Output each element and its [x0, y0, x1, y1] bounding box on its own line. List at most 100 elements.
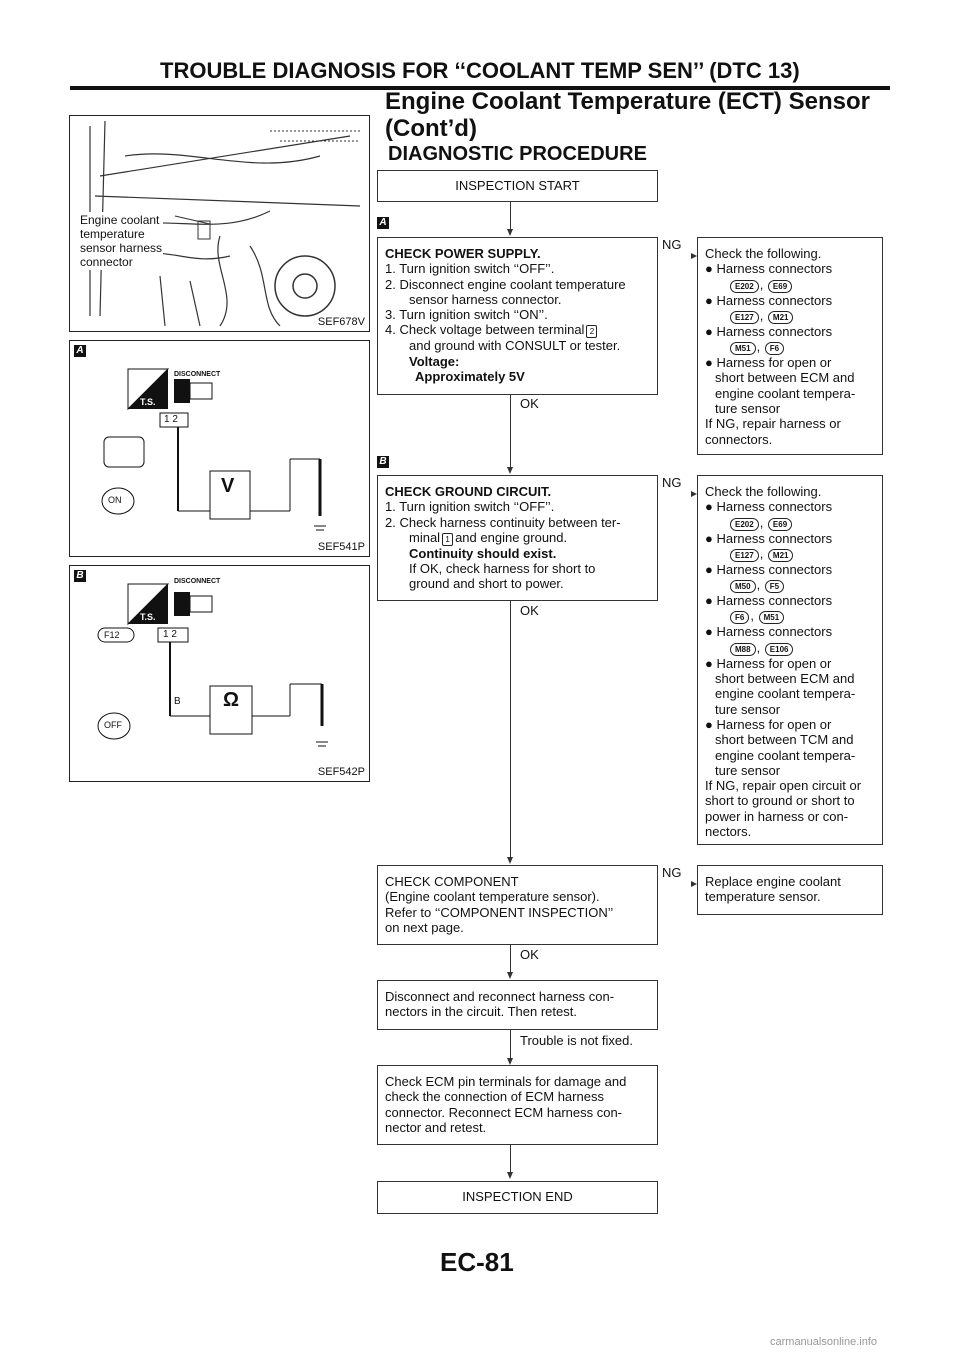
flow-ng-check-harness-1: Check the following. ● Harness connector…: [697, 237, 883, 455]
subtitle-line-1: Engine Coolant Temperature (ECT) Sensor: [385, 88, 870, 115]
ng-item-text: engine coolant tempera-: [715, 385, 856, 401]
step-line: nector and retest.: [385, 1119, 487, 1135]
step-line: connector. Reconnect ECM harness con-: [385, 1104, 623, 1120]
ng-item-text: Harness connectors: [716, 292, 833, 308]
voltage-test-diagram: [101, 368, 326, 531]
flow-arrow: [507, 857, 513, 864]
ng-item-text: Harness connectors: [716, 561, 833, 577]
ts-label: T.S.: [140, 397, 156, 407]
flow-arrow: [691, 491, 697, 497]
subtitle-line-2: (Cont’d): [385, 115, 477, 142]
connector-line: [510, 1030, 511, 1059]
connector-id: M88: [730, 642, 756, 656]
ng-item-text: Harness connectors: [716, 323, 833, 339]
step-line: check the connection of ECM harness: [385, 1089, 604, 1105]
ng-item-text: short between TCM and: [715, 732, 854, 748]
connector-id: M21: [767, 310, 794, 324]
connector-line: [510, 202, 511, 230]
connector-id: E69: [767, 517, 793, 531]
connector-id: M51: [758, 611, 785, 625]
ng-item: ● Harness connectors: [705, 261, 833, 277]
ng-item-text: ture sensor: [715, 701, 781, 717]
ohmmeter-symbol: Ω: [223, 689, 240, 711]
step-text: minal: [409, 529, 441, 545]
ng-intro: Check the following.: [705, 484, 822, 499]
ng-item-text: Harness connectors: [716, 261, 833, 277]
ng-item: ● Harness connectors: [705, 292, 833, 308]
ng-item-text: Harness connectors: [716, 624, 833, 640]
flow-arrow: [507, 229, 513, 236]
connector-id: M51: [730, 342, 756, 356]
ng-item: ● Harness connectors: [705, 499, 833, 515]
ng-action: Replace engine coolant: [705, 874, 841, 889]
step-line: sensor harness connector.: [409, 291, 562, 307]
step-line: Check ECM pin terminals for damage and: [385, 1074, 627, 1089]
connector-id: F6: [730, 611, 750, 625]
flow-step-check-ground-circuit: CHECK GROUND CIRCUIT. 1. Turn ignition s…: [377, 475, 658, 601]
connector-id: E127: [730, 310, 759, 324]
step-title: CHECK GROUND CIRCUIT.: [385, 484, 552, 499]
step-line: If OK, check harness for short to: [409, 561, 596, 577]
connector-ids: E202, E69: [705, 515, 875, 531]
ng-item: ● Harness connectors: [705, 530, 833, 546]
step-text: and engine ground.: [455, 529, 568, 545]
figure-id: SEF542P: [317, 766, 365, 778]
connector-line: [510, 601, 511, 858]
flow-step-check-ecm-pins: Check ECM pin terminals for damage and c…: [377, 1065, 658, 1145]
ok-label: OK: [520, 947, 539, 962]
step-line: (Engine coolant temperature sensor).: [385, 889, 600, 905]
connector-id: M50: [730, 580, 756, 594]
connector-id: E106: [764, 642, 794, 656]
flow-tag-a: A: [377, 217, 389, 229]
section-title: DIAGNOSTIC PROCEDURE: [388, 143, 647, 165]
figure-tag-b: B: [74, 570, 86, 582]
ng-item-text: ture sensor: [715, 401, 781, 417]
key-label: ON: [108, 495, 122, 505]
connector-line: [510, 1145, 511, 1173]
flow-arrow: [691, 253, 697, 259]
ng-item: ● Harness connectors: [705, 593, 833, 609]
terminal-pin: 1: [442, 532, 454, 546]
callout-line: Engine coolant: [80, 213, 160, 227]
step-text: 4. Check voltage between terminal: [385, 322, 585, 338]
flow-step-reconnect: Disconnect and reconnect harness con- ne…: [377, 980, 658, 1030]
ng-action: If NG, repair harness or: [705, 416, 841, 432]
header-rule: [70, 86, 890, 90]
connector-ids: M50, F5: [705, 577, 875, 594]
connector-ids: F6, M51: [705, 608, 875, 625]
ok-label: OK: [520, 603, 539, 618]
ng-item: ● Harness connectors: [705, 323, 833, 339]
page-subtitle: Engine Coolant Temperature (ECT) Sensor …: [385, 88, 870, 142]
ng-action: temperature sensor.: [705, 889, 821, 905]
ng-item: ● Harness connectors: [705, 624, 833, 640]
callout-line: sensor harness: [80, 241, 163, 255]
figure-b-continuity-check: B DISCONNECT T.S. F12 1 2 Ω B OFF SEF542…: [69, 565, 370, 782]
connector-id: F5: [764, 580, 785, 594]
step-title: CHECK POWER SUPPLY.: [385, 246, 541, 261]
flow-arrow: [691, 881, 697, 887]
ng-item: ● Harness connectors: [705, 561, 833, 577]
ok-label: OK: [520, 396, 539, 411]
connector-ids: E127, M21: [705, 546, 875, 562]
ng-label: NG: [662, 237, 682, 252]
step-line: CHECK COMPONENT: [385, 874, 519, 889]
flow-arrow: [507, 1172, 513, 1179]
connector-id: E69: [767, 279, 793, 293]
connector-id: E127: [730, 548, 759, 562]
flow-inspection-start: INSPECTION START: [377, 170, 658, 202]
connector-id: F6: [764, 342, 785, 356]
connector-ids: E202, E69: [705, 277, 875, 293]
connector-id: M21: [767, 548, 794, 562]
flow-step-check-power-supply: CHECK POWER SUPPLY. 1. Turn ignition swi…: [377, 237, 658, 395]
step-line: and ground with CONSULT or tester.: [409, 338, 621, 354]
sensor-location-photo: Engine coolant temperature sensor harnes…: [69, 115, 370, 332]
ng-item: ● Harness for open or: [705, 716, 832, 732]
ng-label: NG: [662, 865, 682, 880]
figure-tag-a: A: [74, 345, 86, 357]
connector-ids: M51, F6: [705, 339, 875, 356]
ng-intro: Check the following.: [705, 246, 822, 261]
callout-line: temperature: [80, 227, 145, 241]
disconnect-label: DISCONNECT: [174, 371, 221, 378]
